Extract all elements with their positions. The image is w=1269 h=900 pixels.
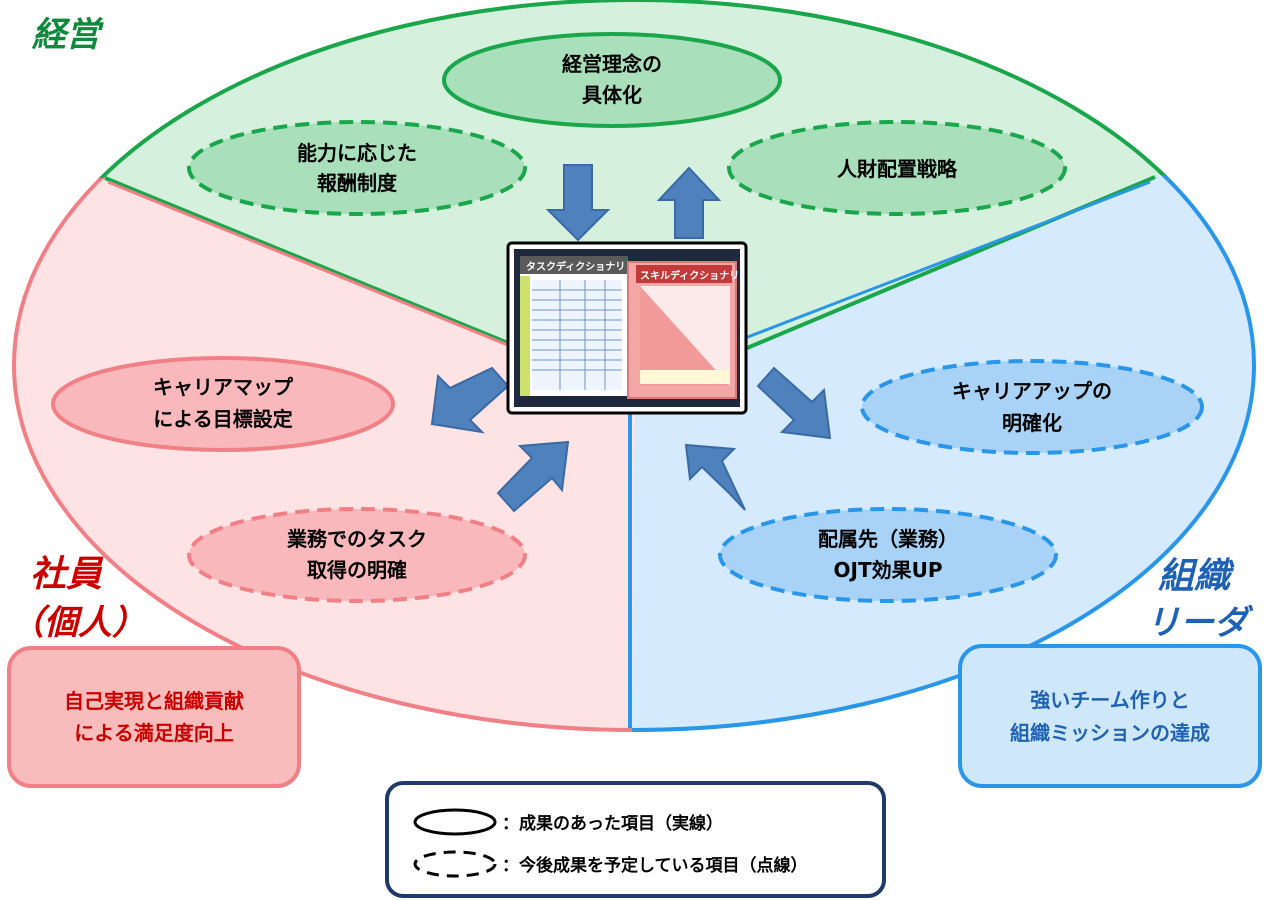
solid-ellipse-icon [413,808,497,836]
career-up-ellipse [860,359,1204,455]
placement-ellipse [727,120,1067,216]
leader-outcome-line2: 組織ミッションの達成 [1010,721,1210,745]
employee-title-line2: （個人） [10,603,146,643]
arrow-to-career-map-icon [430,366,510,434]
management-title: 経営 [31,15,104,55]
philosophy-label-line2: 具体化 [582,83,642,107]
career-map-ellipse [51,356,395,452]
career-up-label-line1: キャリアアップの [952,379,1112,403]
dictionary-image: タスクディクショナリ スキルディクショナリ [506,241,748,415]
legend-solid-label: ：成果のあった項目（実線） [502,813,723,834]
dashed-ellipse-icon [413,850,497,878]
legend-box [385,781,886,898]
leader-outcome-box [958,644,1262,788]
employee-title-line1: 社員 [30,554,104,595]
philosophy-ellipse [442,32,782,128]
task-acquisition-label-line2: 取得の明確 [307,558,407,582]
skill-dictionary-label: スキルディクショナリ [640,269,739,282]
employee-outcome-line1: 自己実現と組織貢献 [64,689,244,713]
arrow-down-icon [545,164,611,242]
leader-title-line1: 組織 [1158,556,1235,597]
compensation-label-line1: 能力に応じた [297,141,417,165]
employee-outcome-line2: による満足度向上 [74,721,233,745]
task-dictionary-label: タスクディクショナリ [526,260,625,273]
philosophy-label-line1: 経営理念の [562,52,662,76]
arrow-from-task-icon [496,440,570,513]
arrow-to-career-up-icon [756,366,832,440]
career-up-label-line2: 明確化 [1002,411,1062,435]
compensation-label-line2: 報酬制度 [317,171,398,195]
task-acquisition-label-line1: 業務でのタスク [287,527,427,551]
leader-title-line2: リーダ [1146,603,1254,643]
legend-dashed-label: ：今後成果を予定している項目（点線） [502,855,808,876]
ojt-label-line1: 配属先（業務） [818,527,958,551]
arrow-from-ojt-icon [684,443,746,511]
task-acquisition-ellipse [187,507,527,603]
compensation-ellipse [187,120,527,216]
arrow-up-icon [656,166,722,239]
employee-outcome-box [7,646,301,788]
placement-label: 人財配置戦略 [837,157,958,181]
management-sector [14,0,1254,395]
career-map-label-line1: キャリアマップ [153,375,294,399]
career-map-label-line2: による目標設定 [153,407,292,431]
ojt-label-line2: OJT効果UP [834,558,943,582]
leader-outcome-line1: 強いチーム作りと [1030,688,1189,712]
ojt-ellipse [718,507,1058,603]
